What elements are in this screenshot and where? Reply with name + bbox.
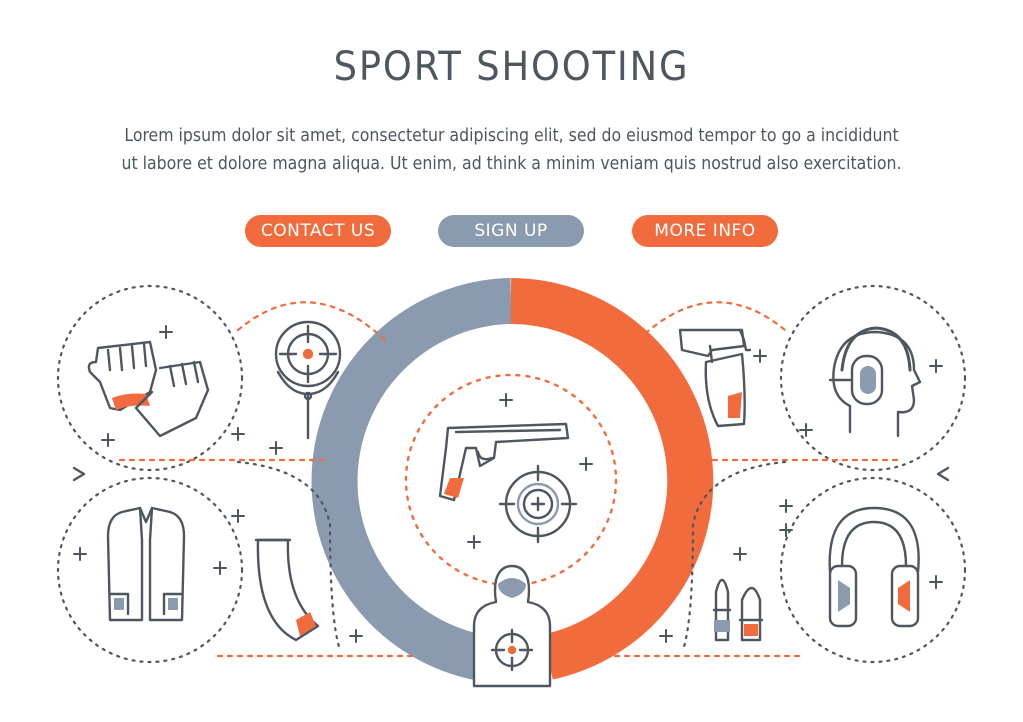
- holster-icon: [678, 328, 752, 428]
- description-line-2: ut labore et dolore magna aliqua. Ut eni…: [121, 154, 902, 174]
- bullets-icon: [712, 578, 764, 642]
- pistol-icon: [438, 422, 570, 502]
- description-line-1: Lorem ipsum dolor sit amet, consectetur …: [124, 126, 899, 146]
- page-description: Lorem ipsum dolor sit amet, consectetur …: [40, 122, 983, 178]
- magazine-icon: [254, 538, 320, 642]
- headset-person-icon: [828, 326, 922, 438]
- sign-up-button[interactable]: SIGN UP: [438, 215, 584, 247]
- orange-connectors: [118, 301, 902, 658]
- chevron-left-icon: [72, 466, 86, 482]
- gloves-icon: [87, 340, 210, 438]
- chevron-right-icon: [936, 466, 950, 482]
- scope-target-icon: [274, 320, 342, 440]
- page-title: SPORT SHOOTING: [333, 44, 690, 90]
- vest-icon: [106, 506, 186, 622]
- earmuffs-icon: [828, 506, 920, 628]
- plus-icons: [73, 325, 943, 643]
- dotted-circles: [56, 284, 967, 664]
- gray-connectors: [236, 460, 787, 652]
- crosshair-icon: [498, 464, 578, 544]
- center-ring: [311, 278, 714, 681]
- silhouette-target-icon: [472, 564, 552, 688]
- more-info-button[interactable]: MORE INFO: [632, 215, 778, 247]
- contact-us-button[interactable]: CONTACT US: [245, 215, 391, 247]
